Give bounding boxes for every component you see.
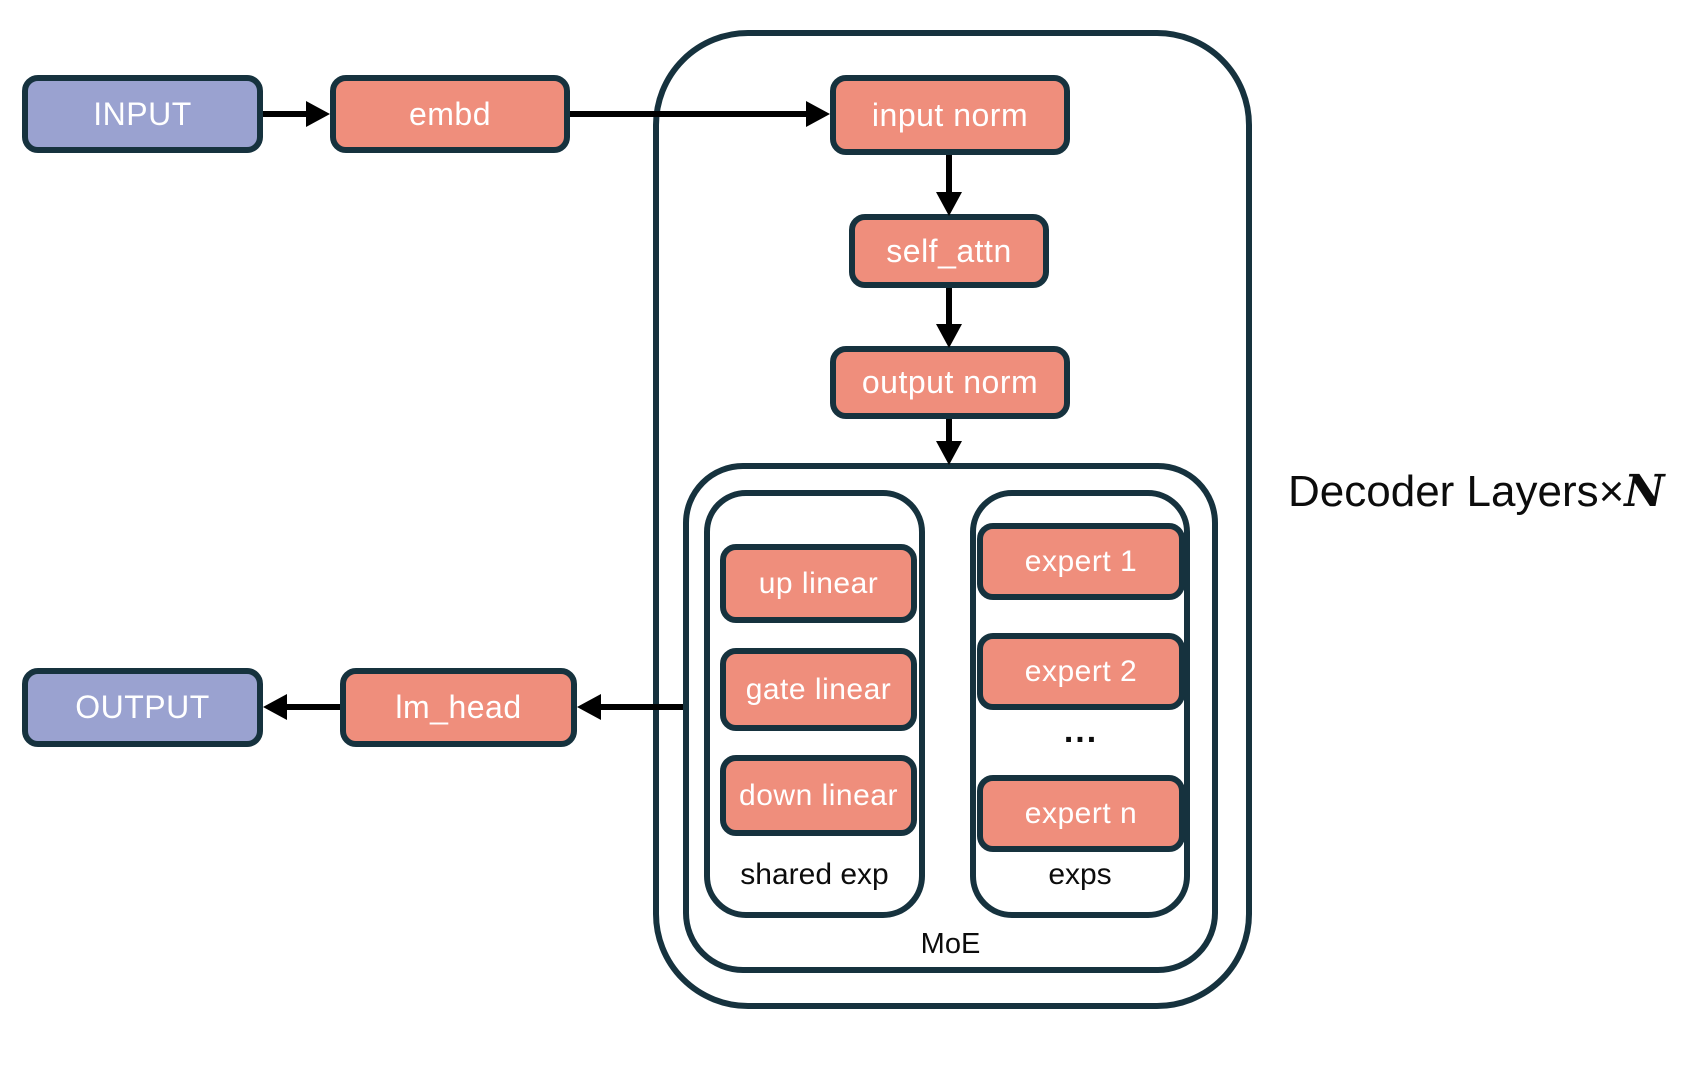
self-attn-node: self_attn	[849, 214, 1049, 288]
shared-exp-label: shared exp	[740, 858, 889, 891]
arrow-moe-to-lm-head	[599, 704, 683, 710]
up-linear-node: up linear	[720, 544, 917, 623]
arrowhead-right-icon	[806, 101, 830, 127]
arrow-input-to-embd	[263, 111, 308, 117]
input-norm-node: input norm	[830, 75, 1070, 155]
exps-label: exps	[1048, 858, 1112, 891]
expert-n-node: expert n	[977, 775, 1185, 852]
arrow-input-norm-to-self-attn	[946, 155, 952, 194]
output-node: OUTPUT	[22, 668, 263, 747]
experts-ellipsis: ...	[1063, 712, 1099, 750]
embd-node: embd	[330, 75, 570, 153]
arrowhead-down-icon	[936, 192, 962, 216]
arrow-self-attn-to-output-norm	[946, 288, 952, 326]
expert-2-node: expert 2	[977, 633, 1185, 710]
lm-head-node: lm_head	[340, 668, 577, 747]
input-node: INPUT	[22, 75, 263, 153]
arrow-output-norm-to-moe	[946, 419, 952, 443]
arrowhead-left-icon	[577, 694, 601, 720]
decoder-layers-text: Decoder Layers×	[1288, 467, 1625, 516]
expert-1-node: expert 1	[977, 523, 1185, 600]
arrowhead-right-icon	[306, 101, 330, 127]
decoder-layers-annotation: Decoder Layers×N	[1288, 466, 1665, 517]
arrowhead-left-icon	[263, 694, 287, 720]
arrow-embd-to-input-norm	[570, 111, 808, 117]
gate-linear-node: gate linear	[720, 648, 917, 731]
down-linear-node: down linear	[720, 755, 917, 836]
moe-label: MoE	[920, 928, 981, 960]
layer-count-n: N	[1624, 466, 1665, 517]
arrow-lm-head-to-output	[285, 704, 340, 710]
output-norm-node: output norm	[830, 346, 1070, 419]
arrowhead-down-icon	[936, 441, 962, 465]
arrowhead-down-icon	[936, 324, 962, 348]
